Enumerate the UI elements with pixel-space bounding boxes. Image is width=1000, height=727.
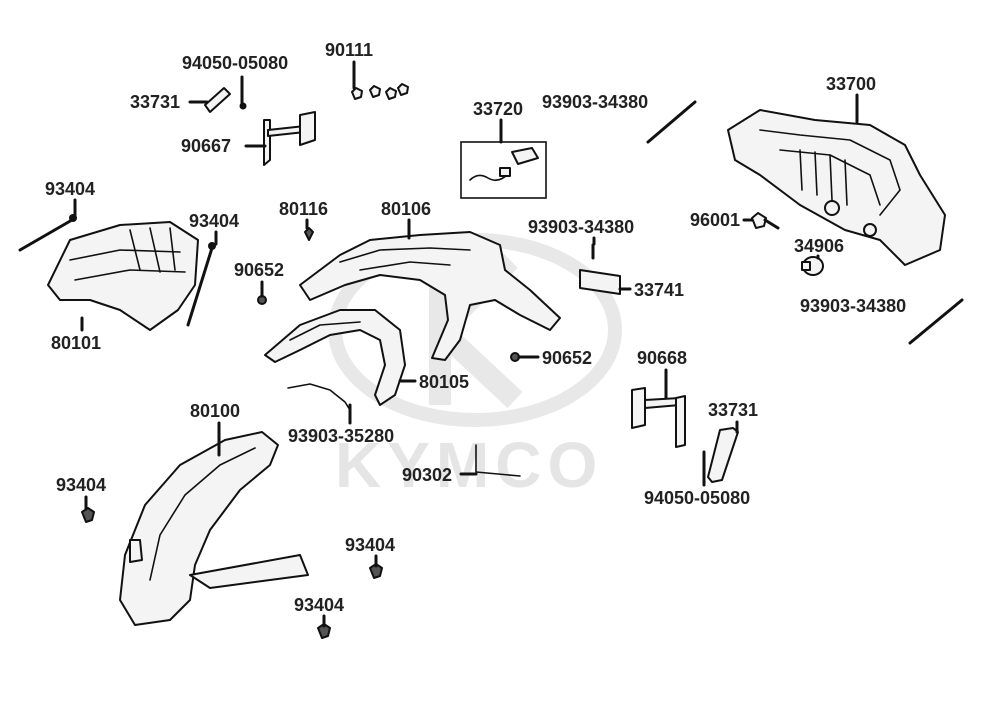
callout-80106: 80106 (381, 199, 431, 219)
callout-93903-34380-top: 93903-34380 (542, 92, 648, 112)
watermark-brand-text: KYMCO (335, 429, 603, 501)
rear-cowl-80106 (299, 231, 561, 361)
front-fender-80100 (119, 431, 309, 626)
callout-90652-a: 90652 (234, 260, 284, 280)
clip-80116 (304, 227, 314, 241)
callout-90668: 90668 (637, 348, 687, 368)
callout-80101: 80101 (51, 333, 101, 353)
bolt-93404-c (81, 507, 95, 523)
callout-33741: 33741 (634, 280, 684, 300)
callout-93903-34380-right: 93903-34380 (800, 296, 906, 316)
callout-labels: 94050-05080 90111 33731 90667 33720 9390… (45, 40, 906, 615)
callout-90652-b: 90652 (542, 348, 592, 368)
callout-33731-top: 33731 (130, 92, 180, 112)
wiring-box-33720 (460, 141, 547, 199)
bolt-93903-34380-right (908, 298, 964, 345)
callout-34906: 34906 (794, 236, 844, 256)
reflector-33731-top (204, 87, 231, 113)
callout-93404-c: 93404 (56, 475, 106, 495)
callout-93404-e: 93404 (294, 595, 344, 615)
bracket-90668 (631, 387, 686, 448)
tail-light-33700 (727, 109, 946, 266)
bolt-93404-b (186, 242, 216, 327)
callout-33700: 33700 (826, 74, 876, 94)
grab-rail-80105 (264, 309, 406, 406)
callout-90111: 90111 (325, 40, 373, 60)
callout-90302: 90302 (402, 465, 452, 485)
callout-93404-d: 93404 (345, 535, 395, 555)
bulb-34906 (801, 256, 824, 276)
callout-93903-34380-mid: 93903-34380 (528, 217, 634, 237)
callout-93404-b: 93404 (189, 211, 239, 231)
callout-94050-05080-bottom: 94050-05080 (644, 488, 750, 508)
callout-80116: 80116 (279, 199, 328, 219)
bracket-90667 (263, 111, 316, 166)
callout-33720: 33720 (473, 99, 523, 119)
license-plate-33741 (579, 269, 621, 295)
callout-93404-a: 93404 (45, 179, 95, 199)
undertray-80101 (47, 221, 199, 331)
clip-90302 (475, 444, 521, 477)
callout-80105: 80105 (419, 372, 469, 392)
screws-93903-35280 (287, 383, 352, 420)
callout-80100: 80100 (190, 401, 240, 421)
screws-90111 (351, 83, 409, 100)
leader-lines (73, 60, 859, 628)
callout-94050-05080-top: 94050-05080 (182, 53, 288, 73)
callout-33731-bottom: 33731 (708, 400, 758, 420)
screw-96001 (751, 212, 780, 230)
callout-96001: 96001 (690, 210, 740, 230)
bolt-93903-34380-top (646, 100, 697, 144)
reflector-33731-bottom (707, 427, 739, 483)
callout-90667: 90667 (181, 136, 231, 156)
callout-93903-35280: 93903-35280 (288, 426, 394, 446)
